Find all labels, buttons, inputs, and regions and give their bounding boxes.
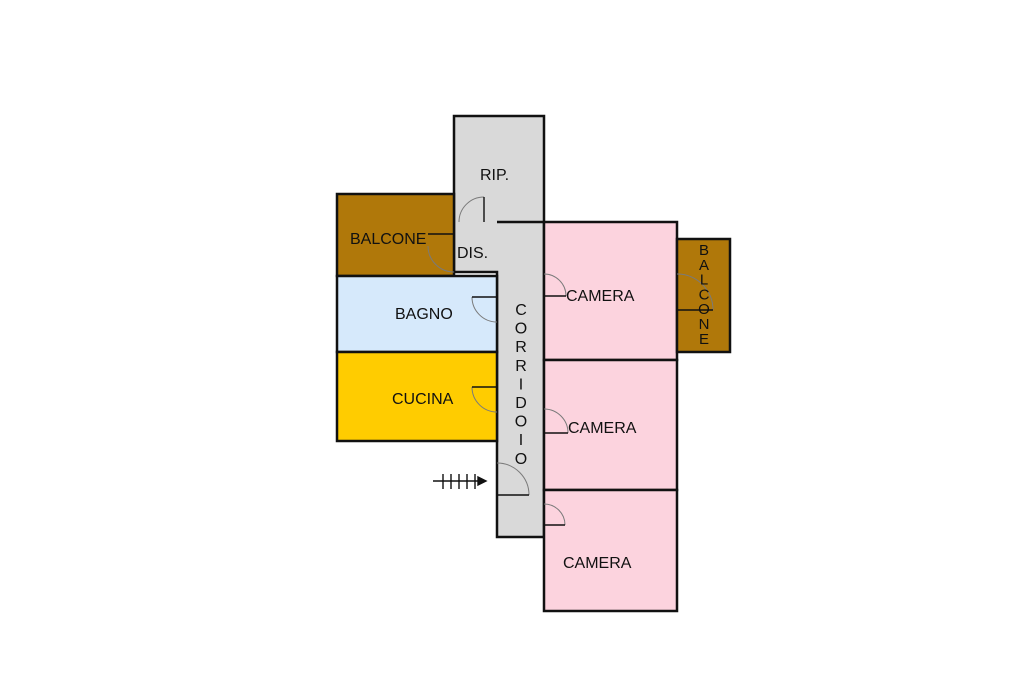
- door-balcony-west: [427, 233, 455, 273]
- vertical-letter: N: [699, 316, 710, 333]
- bathroom: [335, 274, 499, 354]
- vertical-letter: I: [519, 432, 523, 449]
- bedroom-1: [542, 220, 679, 362]
- label-balcone-east: BALCONE: [698, 242, 710, 348]
- vertical-letter: I: [519, 376, 523, 393]
- vertical-letter: R: [515, 358, 527, 375]
- vertical-letter: C: [515, 302, 527, 319]
- vertical-letter: D: [515, 395, 527, 412]
- label-disimpegno: DIS.: [457, 245, 488, 262]
- door-entrance: [496, 462, 530, 496]
- door-bedroom-3: [543, 503, 566, 526]
- vertical-letter: O: [515, 321, 527, 338]
- vertical-letter: L: [700, 272, 708, 289]
- door-bedroom-1: [543, 273, 567, 297]
- label-balcone-west: BALCONE: [350, 231, 426, 248]
- door-kitchen: [471, 386, 498, 413]
- label-cucina: CUCINA: [392, 391, 454, 408]
- label-camera-1: CAMERA: [566, 288, 635, 305]
- kitchen: [335, 350, 499, 443]
- balcony-west: [335, 192, 456, 278]
- bedroom-2: [542, 358, 679, 492]
- vertical-letter: E: [699, 331, 709, 348]
- vertical-letter: C: [699, 286, 710, 303]
- vertical-letter: B: [699, 242, 709, 259]
- label-bagno: BAGNO: [395, 306, 453, 323]
- label-camera-2: CAMERA: [568, 420, 637, 437]
- door-bedroom-2: [543, 408, 569, 434]
- vertical-letter: O: [515, 414, 527, 431]
- bedroom-3: [542, 488, 679, 613]
- door-bathroom: [471, 296, 498, 323]
- vertical-letter: O: [698, 301, 710, 318]
- entrance-arrow-icon: [433, 474, 488, 489]
- door-storage: [458, 196, 485, 223]
- balcony-east: [675, 237, 732, 354]
- door-balcony-east: [676, 273, 714, 311]
- label-ripostiglio: RIP.: [480, 167, 509, 184]
- vertical-letter: O: [515, 451, 527, 468]
- vertical-letter: R: [515, 339, 527, 356]
- label-camera-3: CAMERA: [563, 555, 632, 572]
- vertical-letter: A: [699, 257, 709, 274]
